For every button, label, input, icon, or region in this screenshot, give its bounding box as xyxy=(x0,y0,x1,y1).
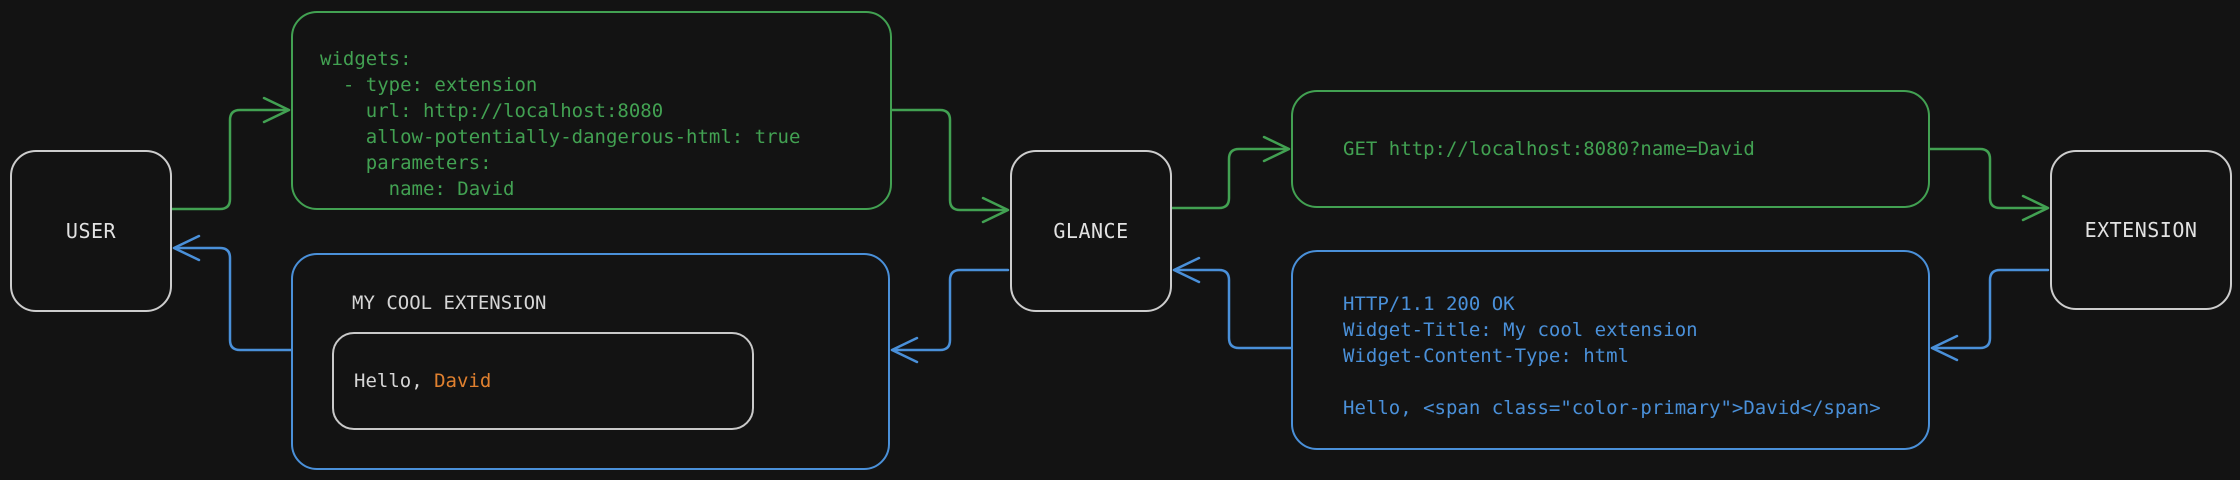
widget-title: MY COOL EXTENSION xyxy=(352,292,547,314)
widget-greeting-card: Hello, David xyxy=(332,332,754,430)
flow-response-to-glance-line xyxy=(1174,268,1293,350)
node-extension: EXTENSION xyxy=(2050,150,2232,310)
config-yaml-line: widgets: xyxy=(320,48,412,70)
http-response-line: HTTP/1.1 200 OK xyxy=(1343,293,1515,315)
http-request-text: GET http://localhost:8080?name=David xyxy=(1343,138,1755,160)
flow-config-to-glance-line xyxy=(890,108,1008,212)
flow-request-to-extension-arrowhead xyxy=(2021,194,2050,222)
greeting-prefix: Hello, xyxy=(354,370,435,392)
flow-user-to-config-arrowhead xyxy=(262,96,291,124)
http-response-line xyxy=(1343,369,1928,395)
config-yaml-line: parameters: xyxy=(320,152,492,174)
greeting-name: David xyxy=(434,370,492,392)
node-user: USER xyxy=(10,150,172,312)
config-yaml-line: url: http://localhost:8080 xyxy=(320,100,664,122)
flow-widget-to-user-arrowhead xyxy=(172,234,201,262)
flow-glance-to-widget-line xyxy=(892,268,1010,352)
flow-user-to-config-line xyxy=(170,108,289,211)
node-user-label: USER xyxy=(65,219,117,243)
flow-extension-to-response-arrowhead xyxy=(1930,334,1959,362)
http-response-line: Widget-Content-Type: html xyxy=(1343,345,1629,367)
http-response-line: Widget-Title: My cool extension xyxy=(1343,319,1698,341)
config-yaml-line: name: David xyxy=(320,178,515,200)
http-response-line: Hello, <span class="color-primary">David… xyxy=(1343,397,1881,419)
http-response-box: HTTP/1.1 200 OK Widget-Title: My cool ex… xyxy=(1291,250,1930,450)
rendered-widget-box: MY COOL EXTENSION Hello, David xyxy=(291,253,890,470)
flow-widget-to-user-line xyxy=(174,246,293,352)
flow-extension-to-response-line xyxy=(1932,268,2050,350)
flow-glance-to-request-arrowhead xyxy=(1262,135,1291,163)
config-yaml-line: - type: extension xyxy=(320,74,538,96)
flow-response-to-glance-arrowhead xyxy=(1172,256,1201,284)
flow-glance-to-request-line xyxy=(1170,147,1289,210)
node-glance-label: GLANCE xyxy=(1053,219,1129,243)
node-glance: GLANCE xyxy=(1010,150,1172,312)
flow-request-to-extension-line xyxy=(1928,147,2048,210)
http-request-box: GET http://localhost:8080?name=David xyxy=(1291,90,1930,208)
flow-glance-to-widget-arrowhead xyxy=(890,336,919,364)
node-extension-label: EXTENSION xyxy=(2084,218,2198,242)
flow-config-to-glance-arrowhead xyxy=(981,196,1010,224)
config-yaml-box: widgets: - type: extension url: http://l… xyxy=(291,11,892,210)
config-yaml-line: allow-potentially-dangerous-html: true xyxy=(320,126,801,148)
